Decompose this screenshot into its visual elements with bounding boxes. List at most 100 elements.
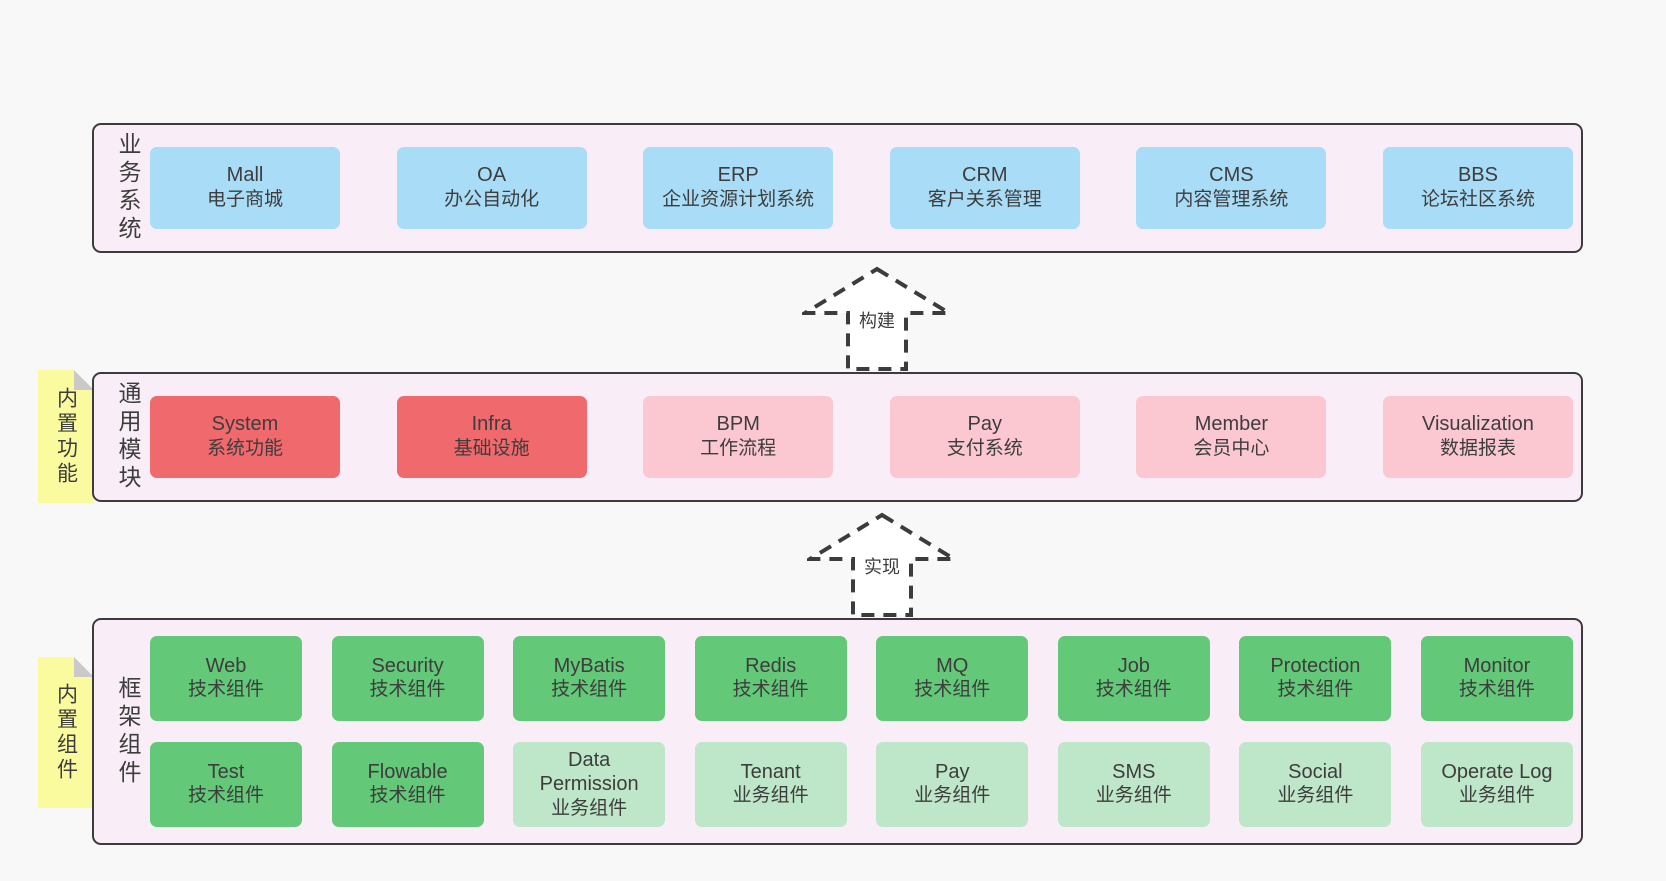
box-subtitle: 技术组件 bbox=[187, 785, 264, 807]
box-subtitle: 技术组件 bbox=[369, 679, 446, 701]
box-title: Tenant bbox=[740, 760, 801, 783]
sticky-label: 内置组件 bbox=[54, 682, 78, 783]
box-title: Pay bbox=[967, 413, 1003, 436]
box-title: Visualization bbox=[1422, 413, 1534, 436]
box-subtitle: 技术组件 bbox=[369, 785, 446, 807]
section-common-modules: 通用模块 System 系统功能 Infra 基础设施 BPM 工作流程 Pay… bbox=[92, 372, 1583, 502]
box-pay-component: Pay 业务组件 bbox=[876, 742, 1029, 827]
box-infra: Infra 基础设施 bbox=[396, 396, 587, 478]
arrow-label: 构建 bbox=[856, 306, 898, 334]
box-title: Flowable bbox=[367, 760, 448, 783]
box-flowable: Flowable 技术组件 bbox=[331, 742, 484, 827]
box-title: Infra bbox=[471, 413, 512, 436]
business-boxes-row: Mall 电子商城 OA 办公自动化 ERP 企业资源计划系统 CRM 客户关系… bbox=[140, 147, 1581, 229]
box-test: Test 技术组件 bbox=[150, 742, 302, 827]
box-title: Pay bbox=[935, 760, 970, 783]
box-data-permission: Data Permission 业务组件 bbox=[513, 742, 666, 827]
box-subtitle: 业务组件 bbox=[1458, 785, 1535, 807]
box-subtitle: 业务组件 bbox=[1095, 785, 1172, 807]
box-subtitle: 基础设施 bbox=[453, 437, 530, 459]
box-subtitle: 业务组件 bbox=[551, 797, 628, 819]
box-subtitle: 技术组件 bbox=[551, 679, 628, 701]
box-mybatis: MyBatis 技术组件 bbox=[513, 636, 666, 721]
box-title: Monitor bbox=[1463, 654, 1531, 677]
box-subtitle: 技术组件 bbox=[914, 679, 991, 701]
box-social: Social 业务组件 bbox=[1239, 742, 1392, 827]
box-monitor: Monitor 技术组件 bbox=[1420, 636, 1573, 721]
box-subtitle: 业务组件 bbox=[732, 785, 809, 807]
box-mall: Mall 电子商城 bbox=[150, 147, 340, 229]
box-title: Protection bbox=[1270, 654, 1361, 677]
box-protection: Protection 技术组件 bbox=[1239, 636, 1392, 721]
implement-arrow: 实现 bbox=[807, 512, 957, 618]
box-title: Operate Log bbox=[1441, 760, 1553, 783]
box-sms: SMS 业务组件 bbox=[1057, 742, 1210, 827]
box-subtitle: 技术组件 bbox=[1458, 679, 1535, 701]
box-system: System 系统功能 bbox=[150, 396, 340, 478]
box-bbs: BBS 论坛社区系统 bbox=[1382, 147, 1573, 229]
box-visualization: Visualization 数据报表 bbox=[1382, 396, 1573, 478]
box-redis: Redis 技术组件 bbox=[694, 636, 847, 721]
box-title: System bbox=[211, 413, 279, 436]
box-oa: OA 办公自动化 bbox=[396, 147, 587, 229]
section-business-systems: 业务系统 Mall 电子商城 OA 办公自动化 ERP 企业资源计划系统 CRM… bbox=[92, 123, 1583, 253]
sticky-label: 内置功能 bbox=[54, 386, 78, 487]
box-title: Mall bbox=[226, 164, 264, 187]
box-security: Security 技术组件 bbox=[331, 636, 484, 721]
box-erp: ERP 企业资源计划系统 bbox=[643, 147, 834, 229]
box-subtitle: 内容管理系统 bbox=[1174, 188, 1289, 210]
box-member: Member 会员中心 bbox=[1136, 396, 1327, 478]
box-web: Web 技术组件 bbox=[150, 636, 302, 721]
box-operate-log: Operate Log 业务组件 bbox=[1420, 742, 1573, 827]
box-subtitle: 业务组件 bbox=[1277, 785, 1354, 807]
box-mq: MQ 技术组件 bbox=[876, 636, 1029, 721]
box-subtitle: 电子商城 bbox=[206, 188, 283, 210]
box-title: Data Permission bbox=[539, 748, 639, 796]
box-title: Job bbox=[1117, 654, 1150, 677]
box-subtitle: 会员中心 bbox=[1193, 437, 1270, 459]
box-title: Member bbox=[1194, 413, 1269, 436]
box-title: SMS bbox=[1112, 760, 1156, 783]
box-tenant: Tenant 业务组件 bbox=[694, 742, 847, 827]
box-pay: Pay 支付系统 bbox=[889, 396, 1080, 478]
box-subtitle: 系统功能 bbox=[206, 437, 283, 459]
section-framework-components: 框架组件 Web 技术组件 Security 技术组件 MyBatis 技术组件… bbox=[92, 618, 1583, 845]
box-subtitle: 技术组件 bbox=[1095, 679, 1172, 701]
box-subtitle: 业务组件 bbox=[914, 785, 991, 807]
components-grid: Web 技术组件 Security 技术组件 MyBatis 技术组件 Redi… bbox=[140, 636, 1581, 827]
box-subtitle: 论坛社区系统 bbox=[1420, 188, 1535, 210]
box-title: Test bbox=[207, 760, 245, 783]
box-title: BBS bbox=[1457, 164, 1498, 187]
box-title: MyBatis bbox=[553, 654, 625, 677]
arrow-label: 实现 bbox=[861, 552, 903, 580]
components-row-1: Web 技术组件 Security 技术组件 MyBatis 技术组件 Redi… bbox=[150, 636, 1573, 721]
box-crm: CRM 客户关系管理 bbox=[889, 147, 1080, 229]
box-title: Redis bbox=[745, 654, 797, 677]
box-subtitle: 技术组件 bbox=[187, 679, 264, 701]
section-label: 业务系统 bbox=[115, 132, 141, 244]
box-title: Web bbox=[205, 654, 247, 677]
box-subtitle: 支付系统 bbox=[946, 437, 1023, 459]
box-bpm: BPM 工作流程 bbox=[643, 396, 834, 478]
box-subtitle: 企业资源计划系统 bbox=[662, 188, 815, 210]
box-subtitle: 数据报表 bbox=[1439, 437, 1516, 459]
section-label: 框架组件 bbox=[115, 675, 141, 788]
box-title: BPM bbox=[716, 413, 760, 436]
folded-corner-icon bbox=[74, 370, 94, 390]
box-job: Job 技术组件 bbox=[1057, 636, 1210, 721]
box-title: Social bbox=[1288, 760, 1343, 783]
box-title: MQ bbox=[936, 654, 969, 677]
box-title: CMS bbox=[1209, 164, 1254, 187]
sticky-note-builtin-features: 内置功能 bbox=[38, 370, 94, 503]
box-subtitle: 办公自动化 bbox=[444, 188, 540, 210]
box-subtitle: 技术组件 bbox=[732, 679, 809, 701]
box-subtitle: 客户关系管理 bbox=[927, 188, 1042, 210]
box-title: ERP bbox=[717, 164, 759, 187]
components-row-2: Test 技术组件 Flowable 技术组件 Data Permission … bbox=[150, 742, 1573, 827]
sticky-note-builtin-components: 内置组件 bbox=[38, 657, 94, 808]
box-title: OA bbox=[477, 164, 507, 187]
build-arrow: 构建 bbox=[802, 266, 952, 372]
modules-boxes-row: System 系统功能 Infra 基础设施 BPM 工作流程 Pay 支付系统… bbox=[140, 396, 1581, 478]
folded-corner-icon bbox=[74, 657, 94, 677]
